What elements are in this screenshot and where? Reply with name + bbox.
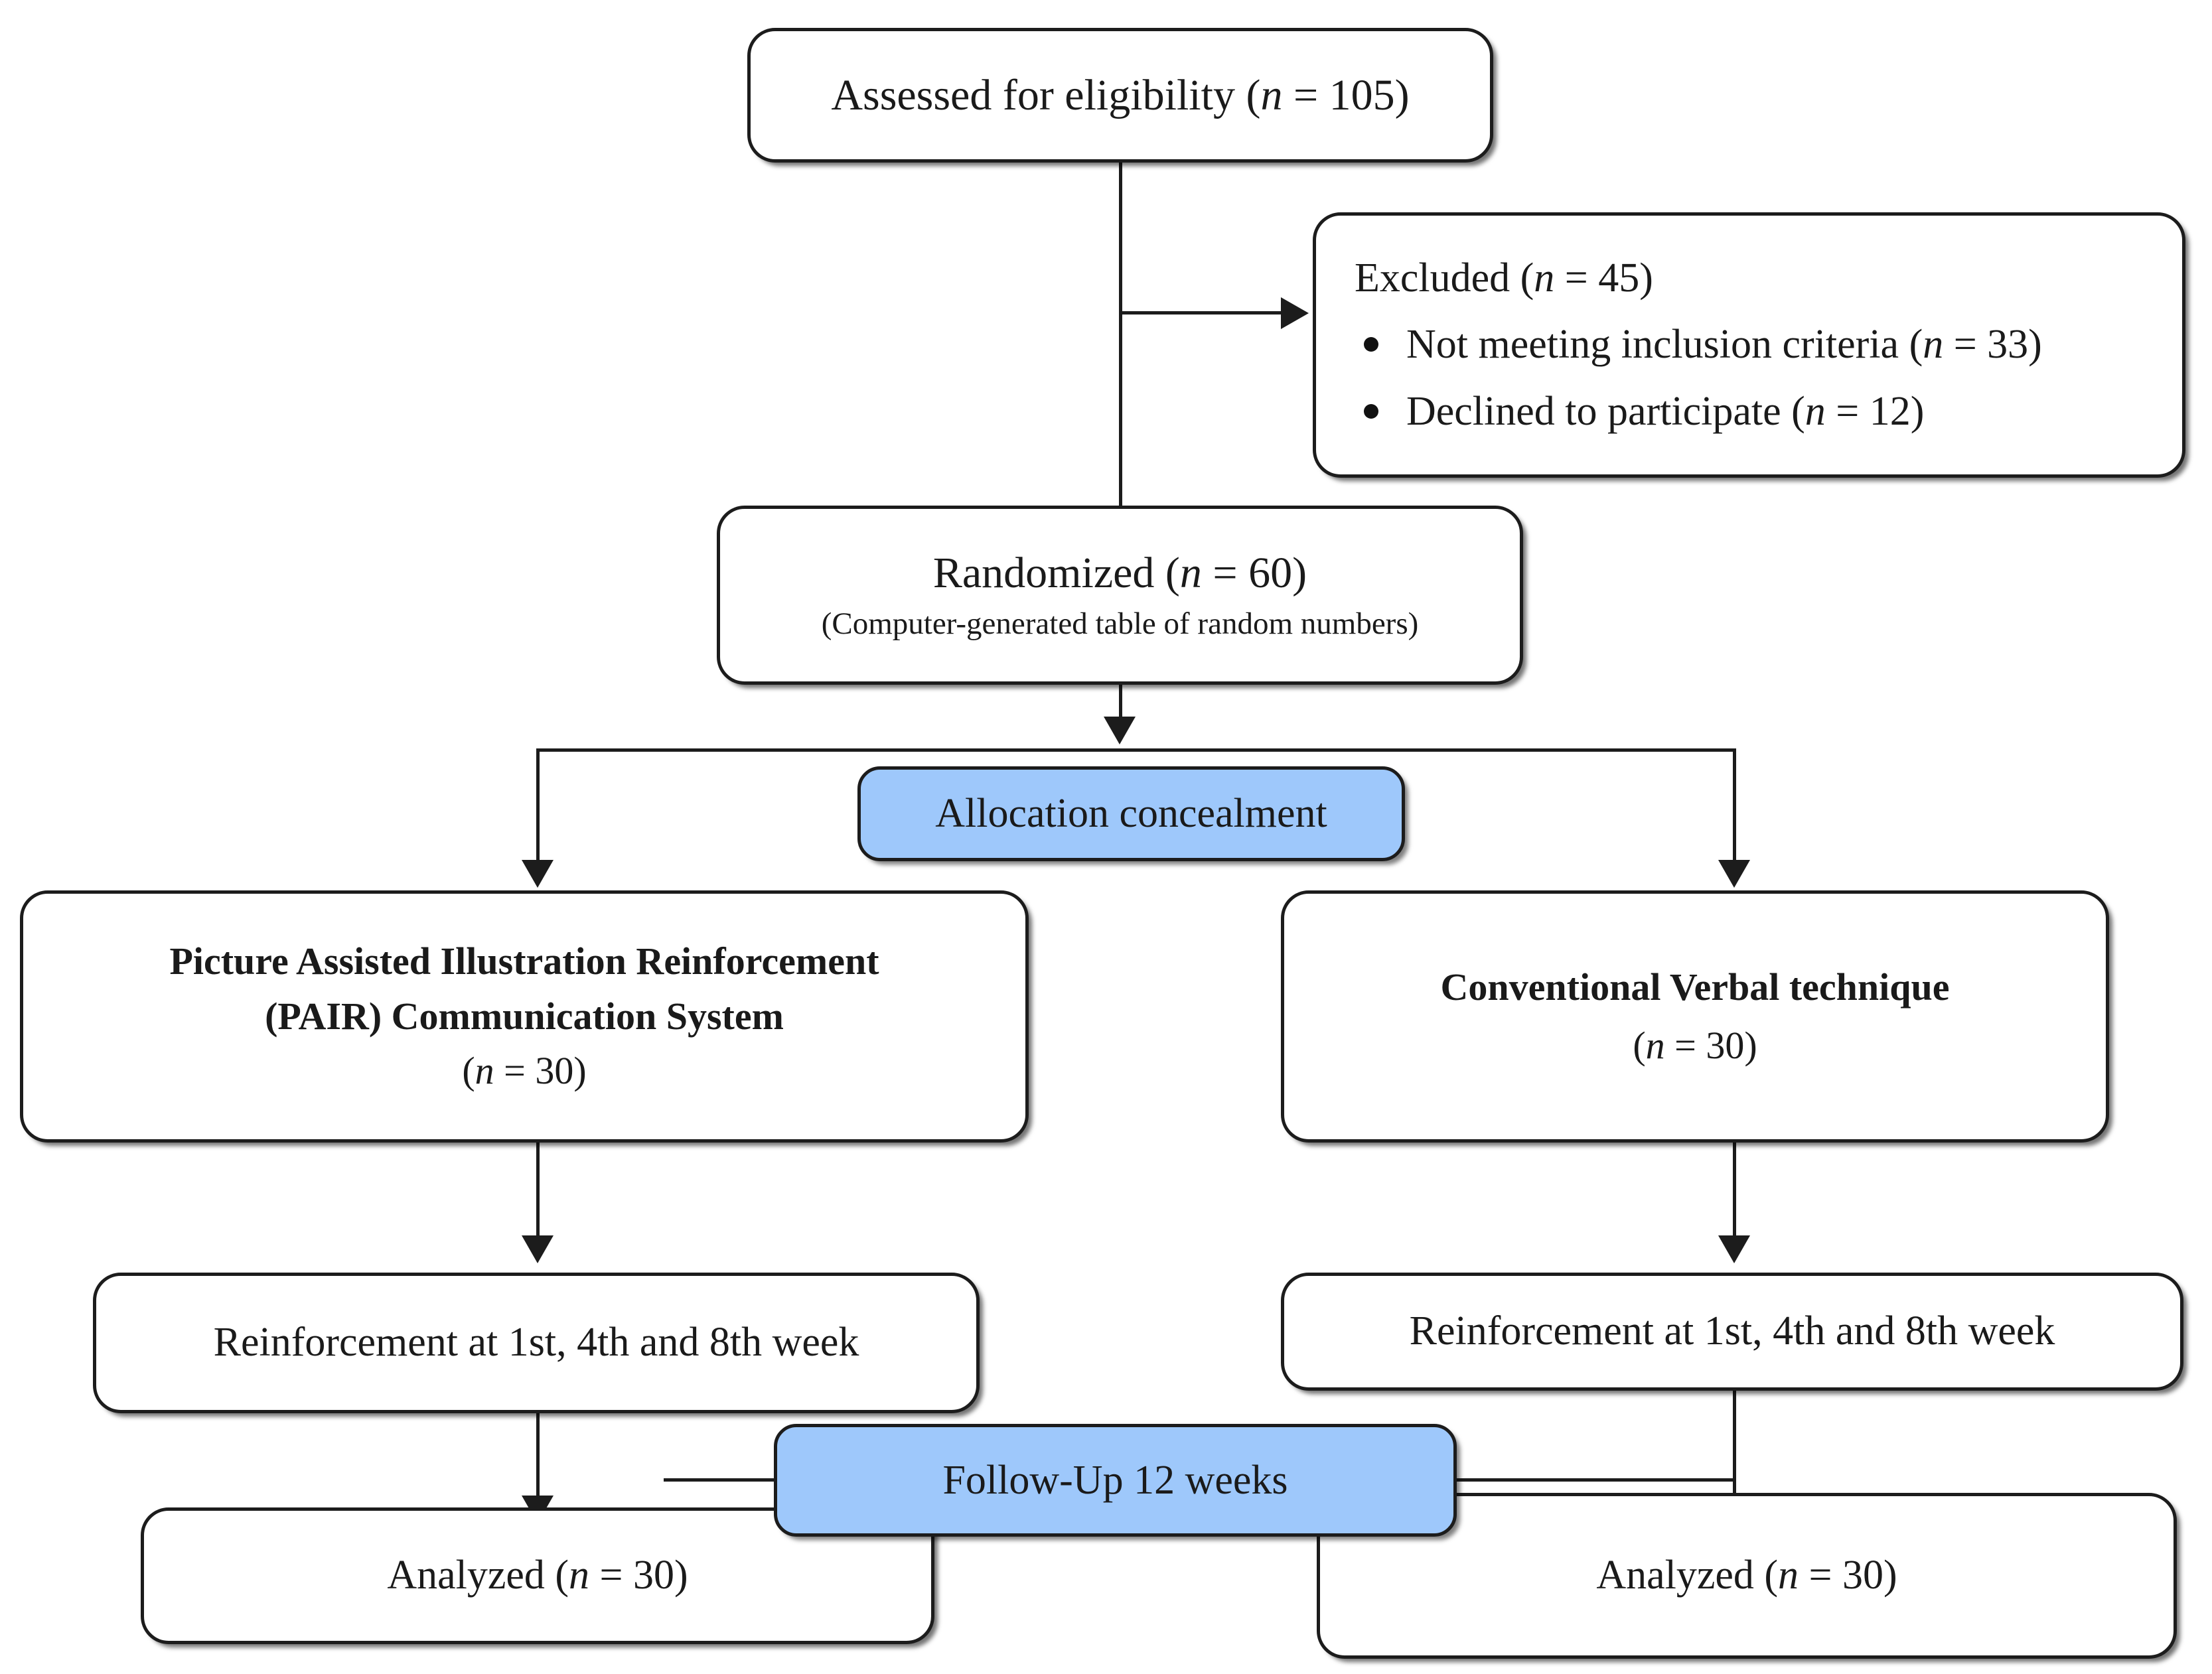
- reinforcement-left-text: Reinforcement at 1st, 4th and 8th week: [213, 1320, 859, 1365]
- followup-banner-label: Follow-Up 12 weeks: [942, 1457, 1288, 1503]
- connector-followup-left-rail: [664, 1478, 776, 1482]
- connector-followup-right-rail: [1455, 1478, 1733, 1482]
- allocation-banner-label: Allocation concealment: [935, 791, 1327, 836]
- arrowhead-to-excluded-icon: [1281, 297, 1309, 329]
- connector-split-left: [536, 748, 540, 873]
- connector-reinforceright-to-analyzed: [1733, 1391, 1736, 1511]
- connector-split-right: [1733, 748, 1736, 873]
- arrowhead-reinforce-left-icon: [522, 1235, 553, 1263]
- excluded-reason-list: Not meeting inclusion criteria (n = 33) …: [1355, 303, 2156, 436]
- banner-follow-up: Follow-Up 12 weeks: [774, 1424, 1457, 1537]
- italic-n: n: [1534, 255, 1555, 301]
- arm-left-line1: Picture Assisted Illustration Reinforcem…: [169, 940, 879, 983]
- italic-n: n: [569, 1553, 590, 1598]
- connector-reinforceleft-to-analyzed: [536, 1413, 540, 1513]
- connector-eligibility-to-excluded: [1119, 311, 1285, 314]
- reinforcement-right-text: Reinforcement at 1st, 4th and 8th week: [1409, 1308, 2055, 1354]
- italic-n: n: [475, 1049, 494, 1093]
- connector-randomized-down: [1119, 683, 1122, 729]
- node-arm-pair: Picture Assisted Illustration Reinforcem…: [20, 890, 1029, 1143]
- italic-n: n: [1805, 388, 1826, 434]
- connector-eligibility-to-randomized: [1119, 163, 1122, 574]
- arrowhead-arm-right-icon: [1718, 860, 1750, 888]
- randomized-heading: Randomized (n = 60): [932, 549, 1307, 598]
- node-reinforcement-right: Reinforcement at 1st, 4th and 8th week: [1281, 1273, 2183, 1391]
- connector-split-bar: [536, 748, 1736, 752]
- connector-armleft-to-reinforce: [536, 1143, 540, 1249]
- banner-allocation-concealment: Allocation concealment: [857, 766, 1405, 861]
- list-item: Not meeting inclusion criteria (n = 33): [1355, 320, 2156, 369]
- italic-n: n: [1645, 1024, 1665, 1067]
- arm-right-line1: Conventional Verbal technique: [1440, 965, 1950, 1009]
- node-analyzed-left: Analyzed (n = 30): [141, 1507, 934, 1644]
- node-excluded: Excluded (n = 45) Not meeting inclusion …: [1313, 212, 2185, 478]
- arm-left-count: (n = 30): [462, 1049, 587, 1093]
- arm-left-line2: (PAIR) Communication System: [265, 994, 784, 1038]
- italic-n: n: [1778, 1553, 1799, 1598]
- arrowhead-arm-left-icon: [522, 860, 553, 888]
- excluded-heading: Excluded (n = 45): [1355, 255, 1653, 301]
- arrowhead-randomized-icon: [1104, 717, 1136, 744]
- node-analyzed-right: Analyzed (n = 30): [1317, 1493, 2177, 1659]
- node-arm-conventional: Conventional Verbal technique (n = 30): [1281, 890, 2109, 1143]
- node-randomized: Randomized (n = 60) (Computer-generated …: [717, 506, 1523, 685]
- node-assessed-for-eligibility: Assessed for eligibility (n = 105): [747, 28, 1493, 163]
- connector-armright-to-reinforce: [1733, 1143, 1736, 1249]
- arrowhead-reinforce-right-icon: [1718, 1235, 1750, 1263]
- node-reinforcement-left: Reinforcement at 1st, 4th and 8th week: [93, 1273, 980, 1413]
- eligibility-text: Assessed for eligibility (n = 105): [831, 70, 1410, 119]
- italic-n: n: [1179, 549, 1202, 598]
- analyzed-left-text: Analyzed (n = 30): [387, 1553, 688, 1598]
- italic-n: n: [1923, 322, 1944, 368]
- arm-right-count: (n = 30): [1633, 1024, 1757, 1067]
- randomized-subtext: (Computer-generated table of random numb…: [821, 606, 1419, 642]
- list-item: Declined to participate (n = 12): [1355, 387, 2156, 436]
- italic-n: n: [1260, 70, 1283, 119]
- analyzed-right-text: Analyzed (n = 30): [1596, 1553, 1897, 1598]
